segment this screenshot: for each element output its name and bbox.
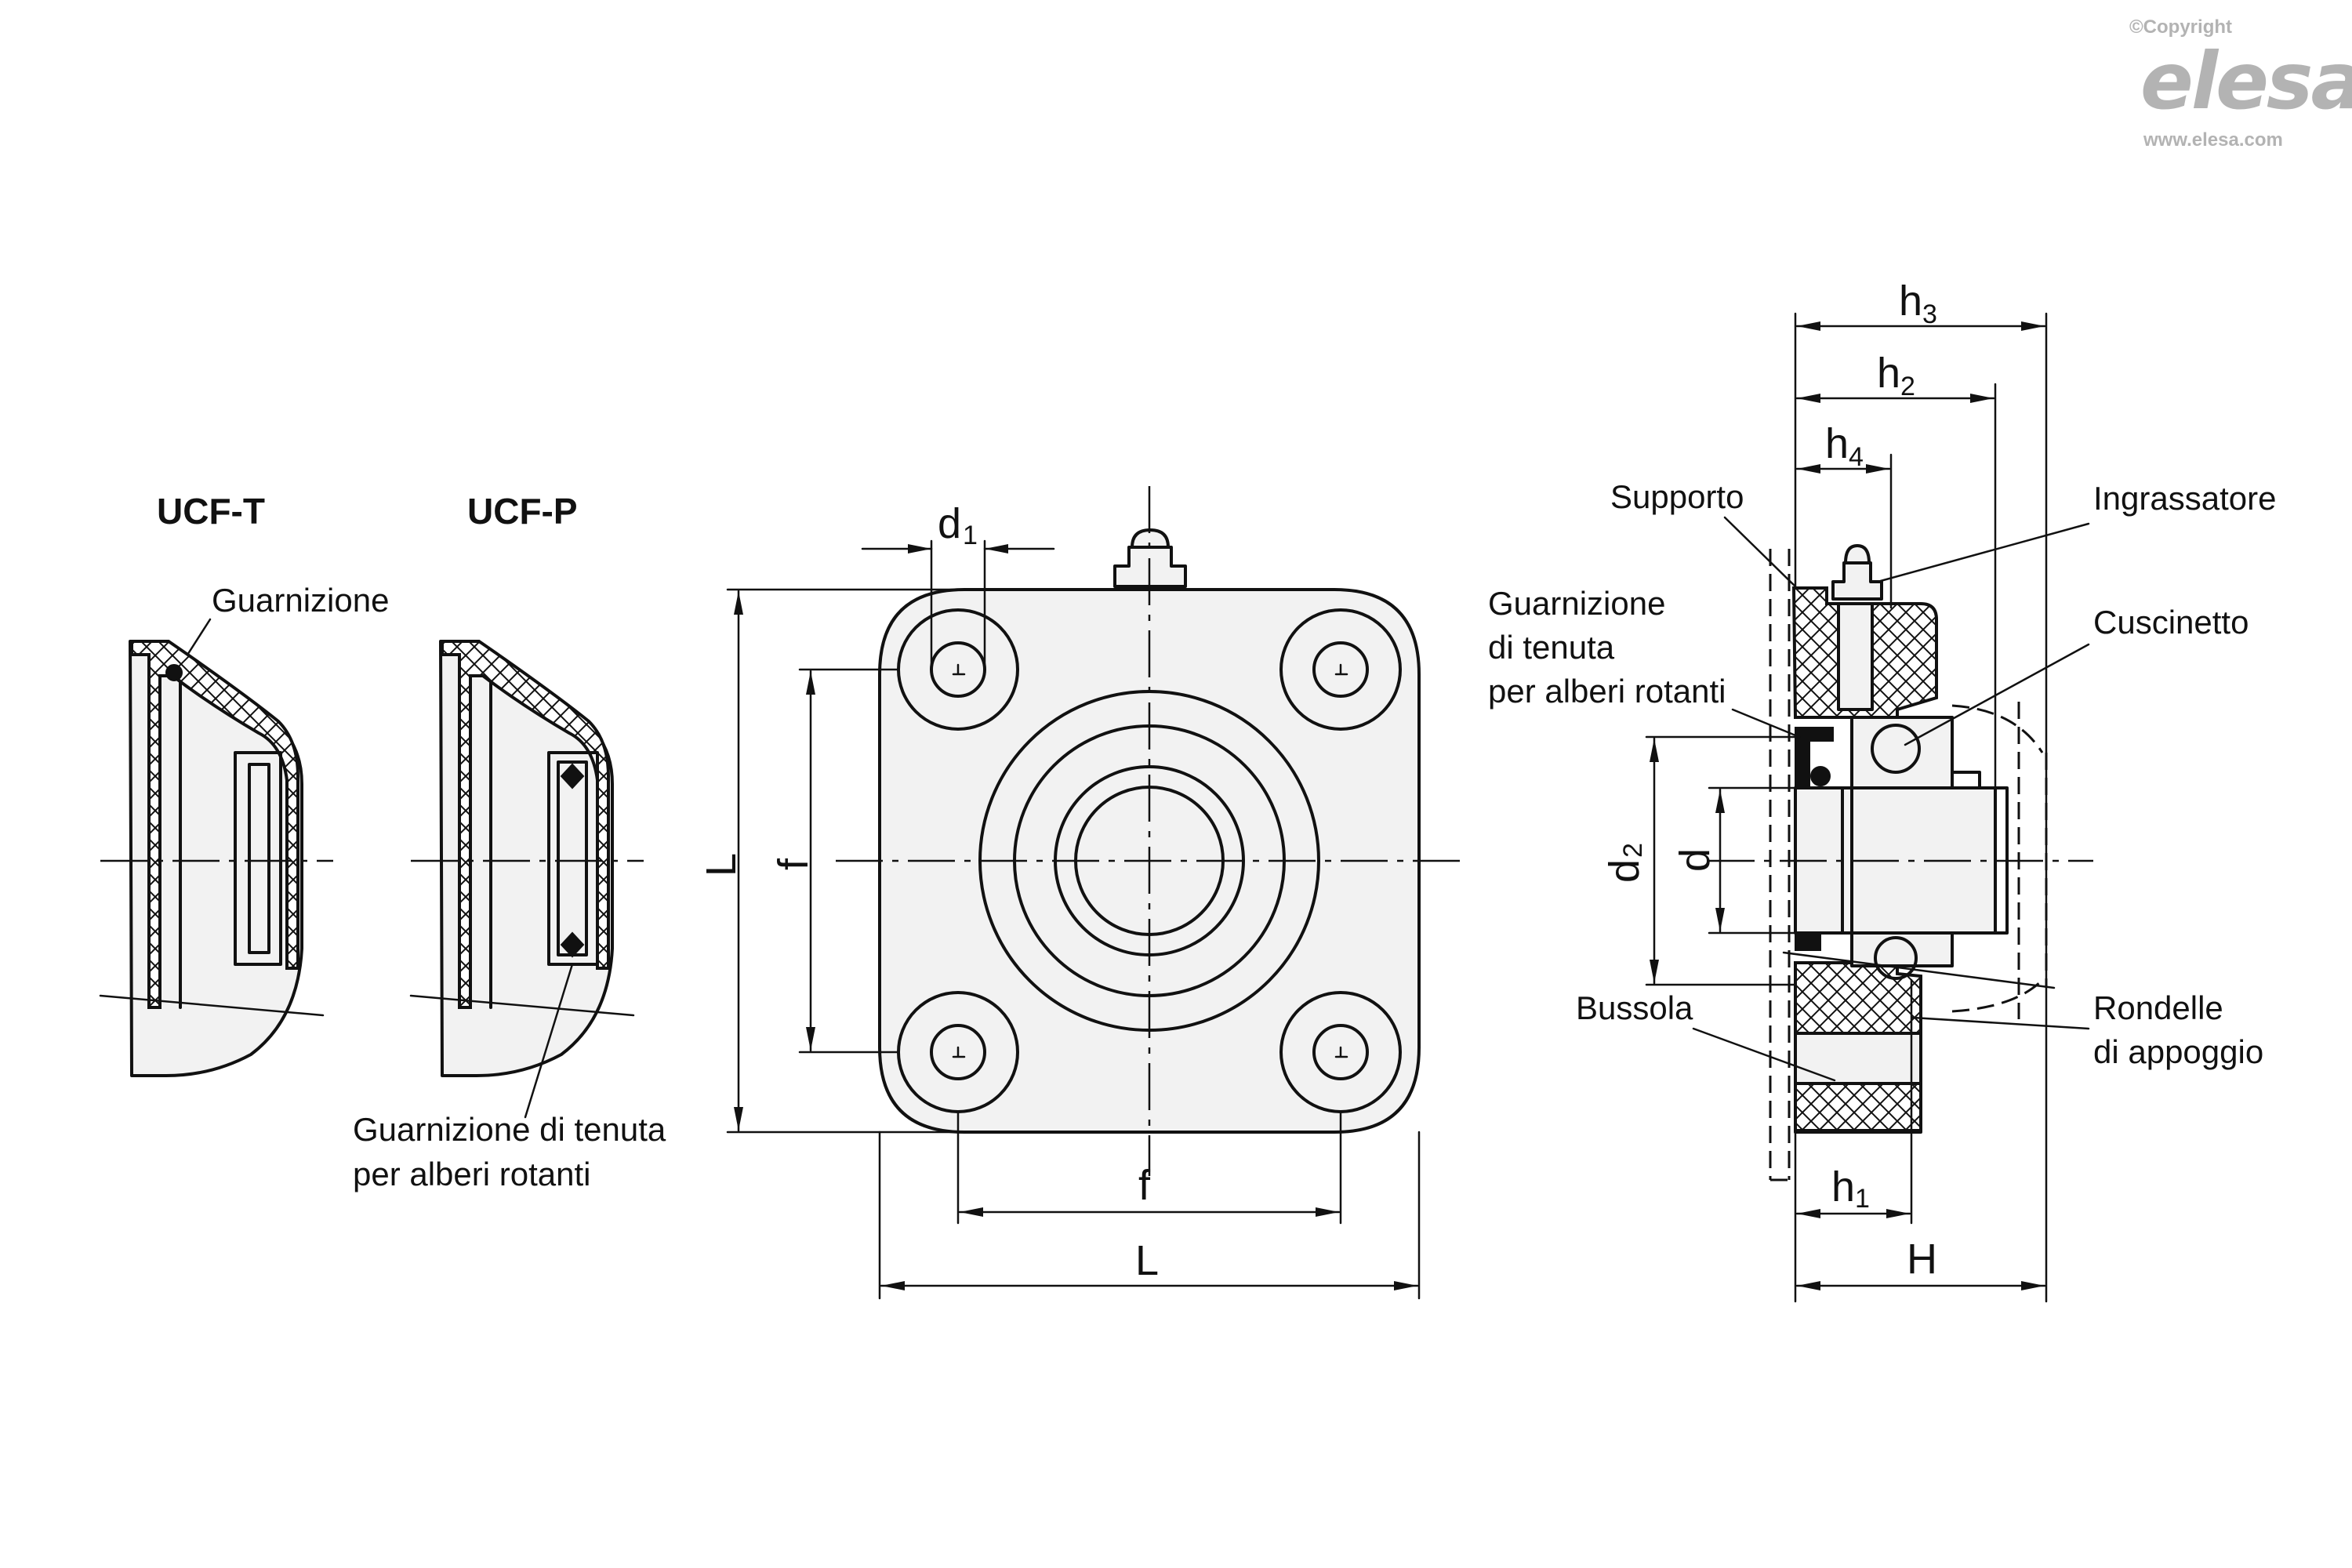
front-view: d 1 L f f L [698, 486, 1463, 1300]
ucf-t-shell-section [130, 640, 299, 1009]
leader-supporto [1723, 516, 1797, 588]
ucf-p-seal-label-line2: per alberi rotanti [353, 1156, 591, 1192]
label-cuscinetto: Cuscinetto [2093, 604, 2249, 641]
label-ingrassatore: Ingrassatore [2093, 480, 2276, 517]
copyright-text: ©Copyright [2129, 16, 2232, 38]
ucf-t-cut-line [99, 994, 325, 1017]
h2-label: h [1877, 350, 1900, 397]
d1-extension-lines [930, 539, 986, 671]
bolt-hole-top-right [1279, 608, 1402, 731]
h4-subscript: 4 [1849, 442, 1864, 472]
f-vertical-label: f [770, 858, 817, 870]
h4-label: h [1825, 420, 1849, 467]
rotating-seal-ring-top [1810, 766, 1831, 786]
set-screw [1951, 771, 1981, 789]
h2-subscript: 2 [1900, 372, 1915, 401]
rotating-seal-bottom [1795, 932, 1821, 951]
label-rondelle-line2: di appoggio [2093, 1033, 2263, 1070]
ucf-t-sleeve-inner [248, 763, 270, 954]
housing-base [1794, 1129, 1922, 1134]
label-bussola: Bussola [1576, 989, 1693, 1026]
ucf-p-title: UCF-P [467, 491, 578, 532]
leader-rondelle [1911, 1016, 2090, 1030]
grease-channel [1837, 602, 1874, 711]
ucf-p-view: UCF-P Guarnizione di tenuta per alberi r… [353, 491, 666, 1192]
grease-nipple-head-section [1844, 544, 1871, 564]
h3-subscript: 3 [1922, 299, 1937, 329]
d-extension-lines [1708, 786, 1797, 935]
h3-extension-lines [1794, 312, 2048, 1303]
h1-label: h [1831, 1163, 1855, 1210]
brand-logo: ©Copyright elesa www.elesa.com [2129, 16, 2352, 151]
ucf-t-seal-ring [165, 664, 183, 681]
website-text: www.elesa.com [2143, 129, 2283, 151]
L-vertical-extension-lines [726, 588, 966, 1134]
label-guarnizione-line1: Guarnizione [1488, 585, 1665, 622]
leader-ingrassatore [1876, 522, 2090, 583]
bearing-ball-bottom [1874, 936, 1918, 980]
d1-label: d [938, 500, 961, 547]
bearing-ball-top [1871, 724, 1921, 774]
h1-extension-lines [1794, 978, 1913, 1303]
f-horizontal-label: f [1138, 1162, 1151, 1209]
d2-extension-lines [1645, 735, 1797, 986]
ucf-p-lip-seal-bottom [560, 931, 585, 958]
d-label: d [1671, 848, 1719, 872]
L-horizontal-label: L [1135, 1237, 1159, 1284]
label-guarnizione-line3: per alberi rotanti [1488, 673, 1726, 710]
ucf-p-leader [524, 963, 574, 1119]
leader-cuscinetto [1904, 643, 2090, 746]
leader-guarnizione [1731, 708, 1801, 739]
d2-label: d [1601, 859, 1648, 883]
h1-subscript: 1 [1855, 1184, 1870, 1214]
H-label: H [1907, 1236, 1937, 1283]
label-rondelle-line1: Rondelle [2093, 989, 2223, 1026]
ucf-t-inner-sleeve [234, 751, 282, 966]
bolt-hole-section [1794, 1032, 1922, 1085]
f-horizontal-extension-lines [956, 1110, 1342, 1225]
ucf-p-seal-label-line1: Guarnizione di tenuta [353, 1111, 666, 1148]
ucf-t-leader [183, 618, 212, 660]
f-vertical-extension-lines [798, 668, 900, 1054]
label-supporto: Supporto [1610, 478, 1744, 515]
section-cut-line [1782, 951, 2056, 989]
label-guarnizione-line2: di tenuta [1488, 629, 1615, 666]
d1-subscript: 1 [963, 521, 978, 550]
elesa-logo: elesa [2140, 35, 2352, 127]
ucf-t-view: UCF-T Guarnizione [99, 491, 389, 1077]
grease-nipple-section [1831, 561, 1883, 601]
h3-label: h [1899, 278, 1922, 325]
leader-bussola [1692, 1027, 1836, 1082]
L-vertical-label: L [698, 853, 745, 877]
ucf-t-seal-label: Guarnizione [212, 582, 389, 619]
ucf-t-title: UCF-T [157, 491, 265, 532]
L-horizontal-extension-lines [878, 1131, 1421, 1300]
section-view: h 3 h 2 h 4 h 1 H d 2 d Supporto Ingrass… [1488, 278, 2276, 1303]
d2-subscript: 2 [1618, 843, 1648, 858]
ucf-p-cut-line [409, 994, 635, 1017]
ucf-p-lip-seal-top [560, 763, 585, 789]
